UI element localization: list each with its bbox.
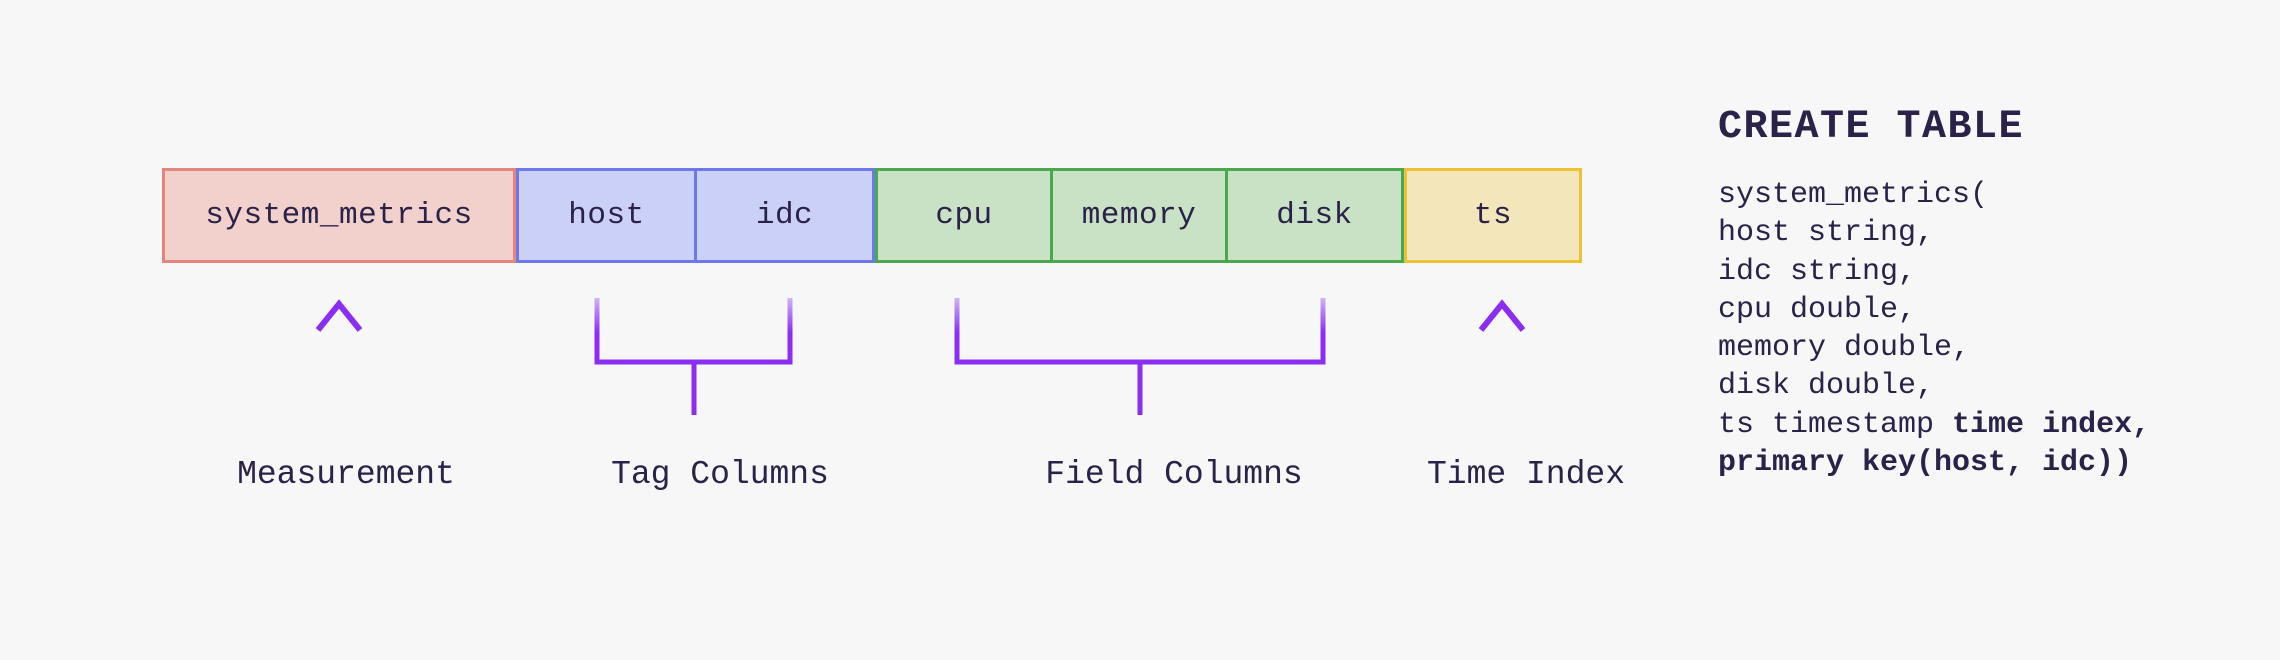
sql-line: disk double, [1718, 367, 2150, 405]
tag-box-idc: idc [694, 168, 875, 263]
up-arrow-icon [1478, 299, 1526, 413]
sql-line-text: system_metrics( [1718, 178, 1989, 212]
sql-line: primary key(host, idc)) [1718, 444, 2150, 482]
field-columns-label: Field Columns [1045, 456, 1303, 493]
time-index-label: Time Index [1426, 456, 1626, 493]
sql-line-bold: time index, [1952, 407, 2151, 442]
sql-line: host string, [1718, 214, 2150, 252]
sql-line-text: disk double, [1718, 369, 1935, 404]
measurement-label: Measurement [237, 456, 455, 493]
sql-line: cpu double, [1718, 291, 2150, 329]
sql-line-text: idc string, [1718, 254, 1917, 289]
field-box-disk: disk [1225, 168, 1404, 263]
time-box-ts: ts [1404, 168, 1582, 263]
tag-box-idc-label: idc [755, 198, 814, 233]
measurement-box-label: system_metrics [205, 198, 473, 233]
sql-line-text: ts timestamp [1718, 407, 1953, 442]
sql-line-text: cpu double, [1718, 292, 1917, 327]
sql-line: ts timestamp time index, [1718, 406, 2150, 444]
field-columns-bracket-icon [954, 298, 1326, 415]
sql-line-text: memory double, [1718, 331, 1971, 366]
field-box-disk-label: disk [1276, 198, 1353, 233]
tag-box-host-label: host [568, 198, 645, 233]
time-box-ts-label: ts [1473, 198, 1513, 233]
table-row: system_metrics host idc cpu memory disk … [162, 168, 1582, 263]
sql-snippet: CREATE TABLE system_metrics( host string… [1718, 105, 2150, 482]
field-box-cpu-label: cpu [935, 198, 993, 233]
field-box-memory-label: memory [1081, 198, 1197, 233]
sql-line: idc string, [1718, 253, 2150, 291]
sql-line-text: host string, [1718, 216, 1935, 251]
tag-box-host: host [516, 168, 697, 263]
sql-heading: CREATE TABLE [1718, 105, 2025, 150]
tag-columns-label: Tag Columns [611, 456, 829, 493]
tag-columns-bracket-icon [594, 298, 793, 415]
sql-line: memory double, [1718, 329, 2150, 367]
measurement-box: system_metrics [162, 168, 516, 263]
field-box-memory: memory [1050, 168, 1228, 263]
sql-line: system_metrics( [1718, 176, 2150, 214]
up-arrow-icon [315, 299, 363, 413]
sql-line-bold: primary key(host, idc)) [1718, 446, 2133, 481]
field-box-cpu: cpu [875, 168, 1053, 263]
